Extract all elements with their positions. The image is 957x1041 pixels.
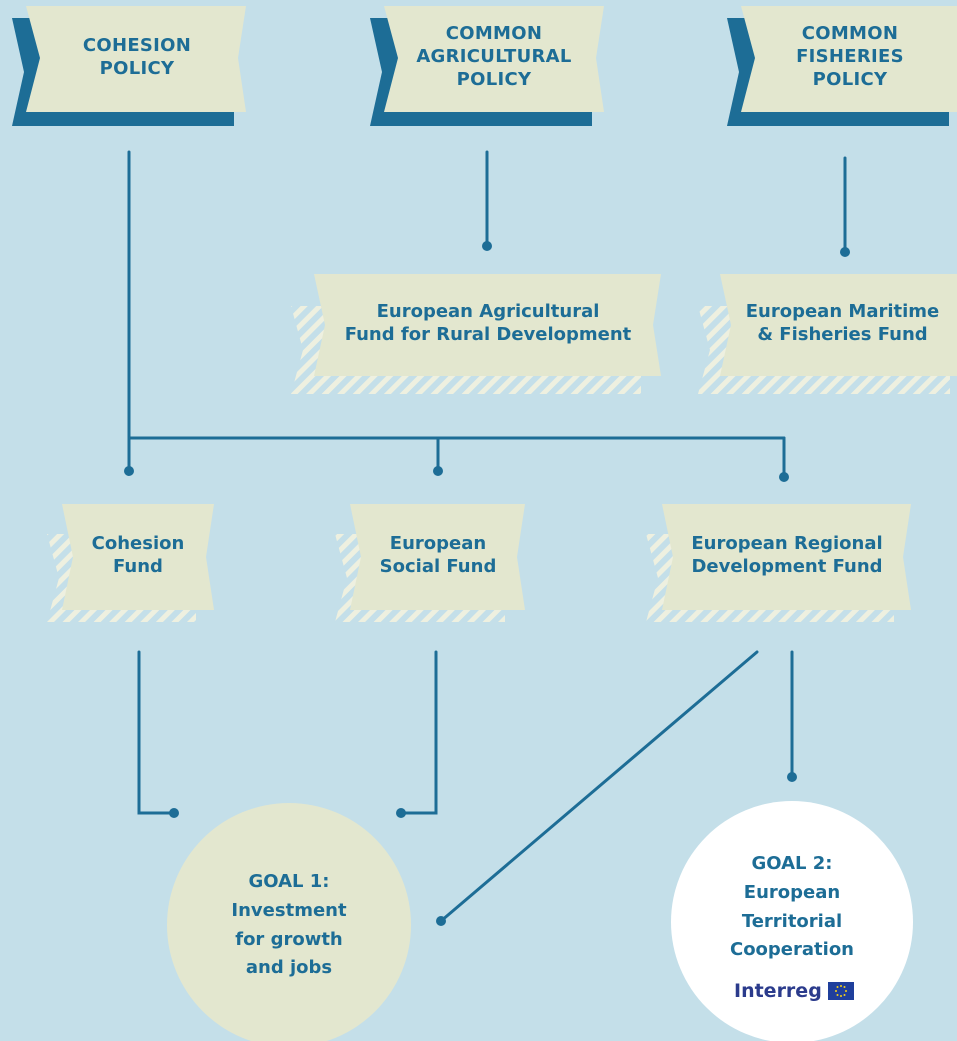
interreg-wordmark: Interreg: [734, 980, 822, 1002]
eafrd-banner: [291, 274, 661, 394]
goal1-title: GOAL 1:: [248, 871, 330, 892]
fisheries-policy-label: COMMON FISHERIES POLICY: [796, 23, 904, 91]
goal1-circle: [167, 803, 411, 1041]
goal2-description: European Territorial Cooperation: [729, 881, 854, 961]
emff-label: European Maritime & Fisheries Fund: [745, 301, 940, 346]
esf-label: European Social Fund: [379, 533, 497, 578]
erdf-to-goal1-line: [439, 650, 759, 923]
interreg-logo: Interreg: [734, 978, 856, 1004]
cohesion-policy-banner: [12, 6, 246, 126]
eu-flag-icon: [827, 982, 854, 1000]
agricultural-policy-label: COMMON AGRICULTURAL POLICY: [416, 23, 572, 91]
connector-dots: [124, 241, 850, 926]
goal2-circle: [671, 801, 913, 1041]
connector-lines: [127, 150, 847, 923]
fisheries-policy-banner: [727, 6, 957, 126]
goal2-text-block: GOAL 2: European Territorial Cooperation: [697, 850, 887, 965]
goal1-description: Investment for growth and jobs: [231, 899, 347, 979]
erdf-label: European Regional Development Fund: [691, 533, 883, 578]
cohesion-fund-banner: [47, 504, 214, 622]
esf-banner: [335, 504, 525, 622]
esf-to-goal1-line: [399, 650, 438, 815]
goal1-text-block: GOAL 1: Investment for growth and jobs: [194, 868, 384, 983]
goal2-title: GOAL 2:: [751, 853, 833, 874]
agricultural-policy-banner: [370, 6, 604, 126]
cohesion-policy-label: COHESION POLICY: [82, 35, 192, 80]
cohesion-fund-to-goal1-line: [137, 650, 176, 815]
cohesion-fund-label: Cohesion Fund: [91, 533, 185, 578]
erdf-banner: [646, 504, 911, 622]
eafrd-label: European Agricultural Fund for Rural Dev…: [344, 301, 632, 346]
emff-banner: [698, 274, 957, 394]
